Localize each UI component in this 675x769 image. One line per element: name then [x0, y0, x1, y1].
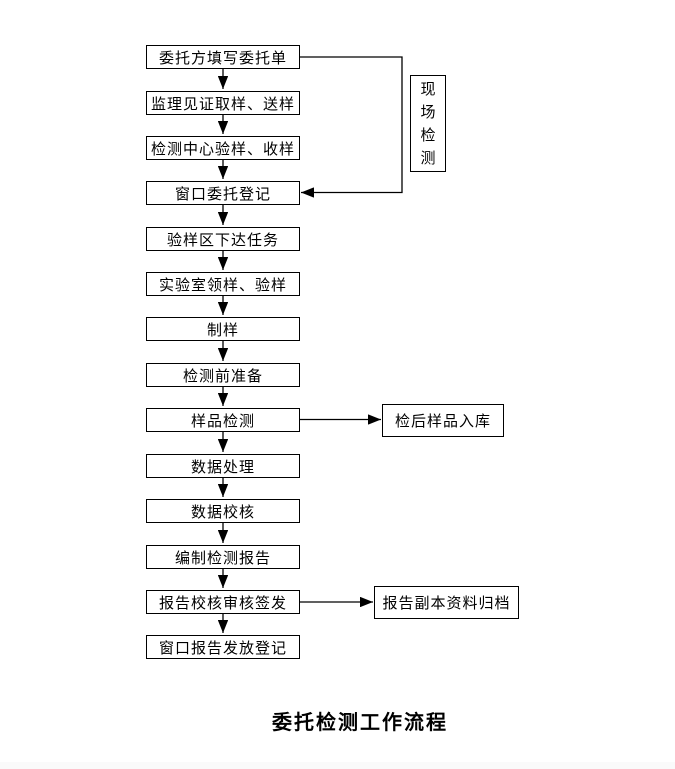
flow-step-10: 数据处理 — [146, 454, 300, 478]
flow-step-8: 检测前准备 — [146, 363, 300, 387]
side-box-onsite-testing-label: 现场检测 — [420, 80, 436, 167]
side-box-report-archive: 报告副本资料归档 — [374, 586, 519, 619]
diagram-title: 委托检测工作流程 — [272, 712, 448, 734]
flow-step-4: 窗口委托登记 — [146, 181, 300, 205]
flow-step-9: 样品检测 — [146, 408, 300, 432]
flow-step-14: 窗口报告发放登记 — [146, 635, 300, 659]
flow-step-6: 实验室领样、验样 — [146, 272, 300, 296]
page-bottom-edge — [0, 762, 675, 769]
loop-step1-to-step4-line — [300, 56, 403, 198]
flow-step-2: 监理见证取样、送样 — [146, 91, 300, 115]
flow-step-1: 委托方填写委托单 — [146, 45, 300, 69]
flow-step-11: 数据校核 — [146, 499, 300, 523]
flow-step-5: 验样区下达任务 — [146, 227, 300, 251]
side-box-onsite-testing: 现场检测 — [410, 75, 446, 172]
flow-step-3: 检测中心验样、收样 — [146, 136, 300, 160]
side-box-sample-storage: 检后样品入库 — [382, 404, 504, 437]
flow-step-12: 编制检测报告 — [146, 545, 300, 569]
flow-step-13: 报告校核审核签发 — [146, 590, 300, 614]
flow-step-7: 制样 — [146, 317, 300, 341]
